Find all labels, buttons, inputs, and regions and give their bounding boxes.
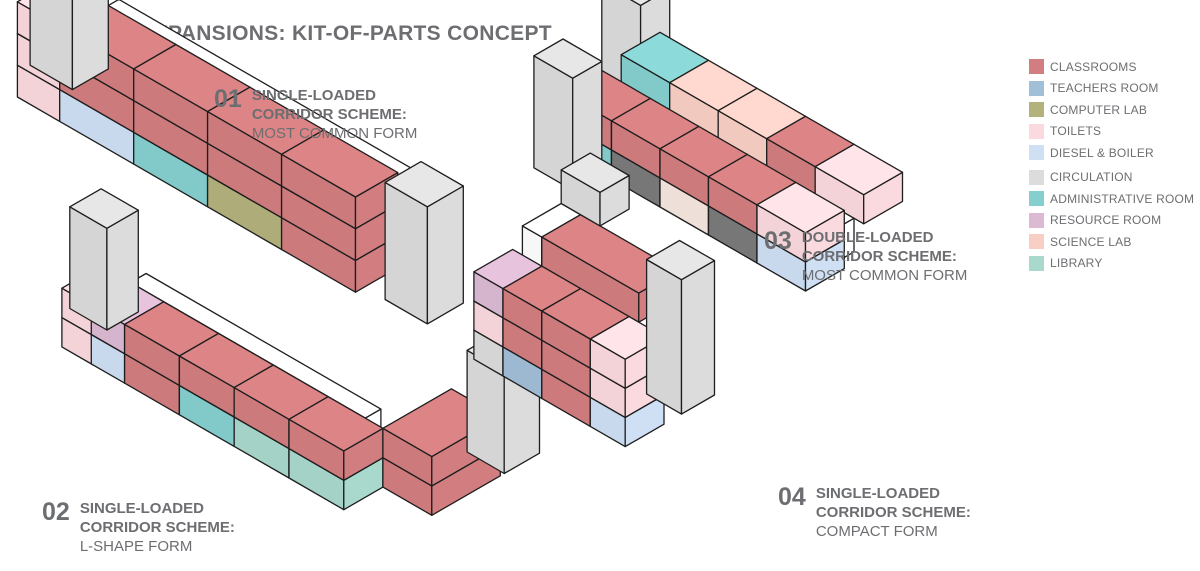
- s4-top-room-top: [541, 214, 679, 294]
- scheme-label-04: 04 SINGLE-LOADED CORRIDOR SCHEME: COMPAC…: [778, 484, 971, 541]
- legend-label: TOILETS: [1050, 124, 1102, 139]
- s4-stair-top: [645, 239, 716, 281]
- legend-item: DIESEL & BOILER: [1029, 142, 1194, 164]
- scheme-form: MOST COMMON FORM: [801, 267, 968, 284]
- scheme-line: CORRIDOR SCHEME:: [79, 519, 235, 536]
- legend-item: LIBRARY: [1029, 253, 1194, 275]
- legend-swatch: [1029, 145, 1044, 161]
- legend-item: ADMINISTRATIVE ROOM: [1029, 188, 1194, 210]
- s3-stair-front-top: [533, 38, 603, 79]
- scheme-label-03: 03 DOUBLE-LOADED CORRIDOR SCHEME: MOST C…: [764, 228, 967, 285]
- s2-stair-a-side: [106, 209, 139, 331]
- scheme-number: 02: [42, 498, 70, 526]
- scheme-line: CORRIDOR SCHEME:: [815, 504, 971, 521]
- s1-stair-a-side: [71, 0, 109, 91]
- s4-roof-stair-top: [560, 152, 630, 193]
- legend: CLASSROOMS TEACHERS ROOM COMPUTER LAB TO…: [1029, 56, 1194, 274]
- s2-stair-a-top: [69, 188, 139, 229]
- s3-stair-back-top: [629, 0, 652, 7]
- legend-item: COMPUTER LAB: [1029, 99, 1194, 121]
- s1-stair-b-side: [426, 185, 464, 325]
- scheme-line: SINGLE-LOADED: [251, 87, 376, 104]
- legend-swatch: [1029, 191, 1044, 207]
- legend-label: LIBRARY: [1050, 256, 1103, 271]
- legend-label: ADMINISTRATIVE ROOM: [1050, 191, 1195, 206]
- legend-label: CLASSROOMS: [1050, 59, 1137, 74]
- legend-item: RESOURCE ROOM: [1029, 210, 1194, 232]
- scheme-form: COMPACT FORM: [815, 523, 938, 540]
- legend-label: SCIENCE LAB: [1050, 234, 1132, 249]
- scheme-line: CORRIDOR SCHEME:: [801, 248, 957, 265]
- scheme-label-01: 01 SINGLE-LOADED CORRIDOR SCHEME: MOST C…: [214, 86, 417, 143]
- legend-label: DIESEL & BOILER: [1050, 145, 1154, 160]
- legend-item: CLASSROOMS: [1029, 56, 1194, 78]
- legend-label: RESOURCE ROOM: [1050, 213, 1162, 228]
- legend-label: TEACHERS ROOM: [1050, 81, 1159, 96]
- legend-swatch: [1029, 169, 1044, 185]
- s4-stair-front: [645, 258, 683, 415]
- scheme-number: 04: [778, 483, 806, 511]
- s3-back-room-top: [814, 143, 904, 196]
- scheme-label-02: 02 SINGLE-LOADED CORRIDOR SCHEME: L-SHAP…: [42, 499, 235, 556]
- scheme-line: CORRIDOR SCHEME:: [251, 106, 407, 123]
- legend-swatch: [1029, 59, 1044, 75]
- s4-stair-side: [680, 259, 716, 415]
- legend-swatch: [1029, 255, 1044, 271]
- s2-room-top: [288, 396, 384, 452]
- scheme-form: MOST COMMON FORM: [251, 125, 418, 142]
- legend-swatch: [1029, 212, 1044, 228]
- scheme-form: L-SHAPE FORM: [79, 538, 193, 555]
- legend-swatch: [1029, 123, 1044, 139]
- scheme-number: 01: [214, 85, 242, 113]
- legend-label: CIRCULATION: [1050, 170, 1133, 185]
- legend-item: TEACHERS ROOM: [1029, 78, 1194, 100]
- legend-item: CIRCULATION: [1029, 167, 1194, 189]
- s1-stair-b-top: [384, 160, 464, 208]
- legend-swatch: [1029, 234, 1044, 250]
- legend-swatch: [1029, 102, 1044, 118]
- legend-item: TOILETS: [1029, 121, 1194, 143]
- scheme-line: SINGLE-LOADED: [79, 500, 204, 517]
- s3-front-room-top: [756, 181, 845, 234]
- s1-room-top: [280, 129, 399, 198]
- legend-swatch: [1029, 80, 1044, 96]
- legend-item: SCIENCE LAB: [1029, 231, 1194, 253]
- legend-label: COMPUTER LAB: [1050, 102, 1148, 117]
- scheme-line: DOUBLE-LOADED: [801, 229, 934, 246]
- scheme-line: SINGLE-LOADED: [815, 485, 940, 502]
- scheme-number: 03: [764, 227, 792, 255]
